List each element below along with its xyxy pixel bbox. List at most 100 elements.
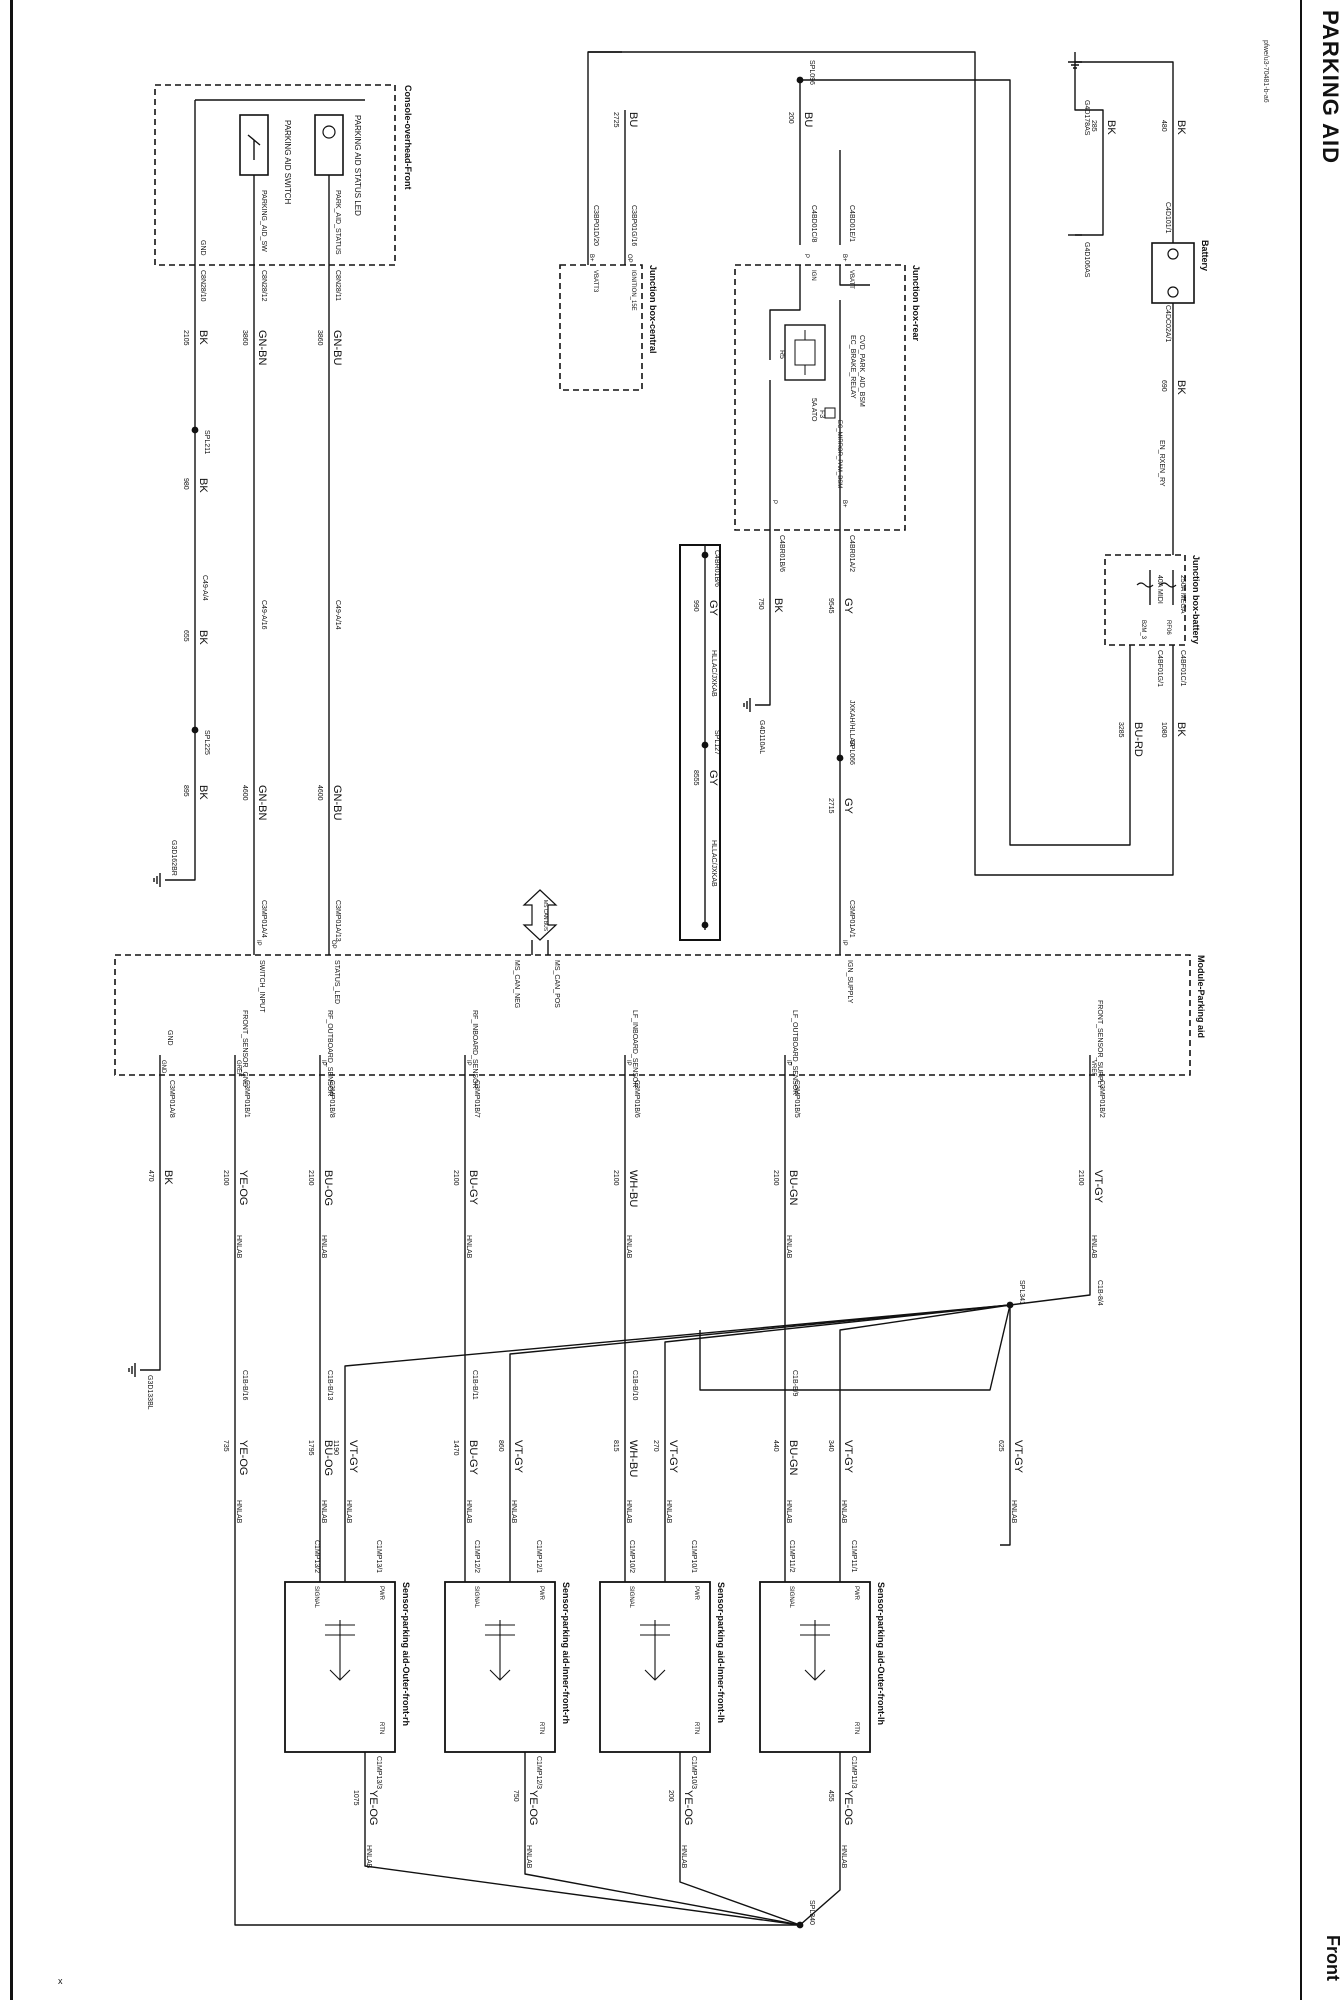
- sensor-1-pin-3: C1MP10/3: [690, 1756, 697, 1789]
- sensor-sig-3-label-gauge: 1795: [307, 1440, 314, 1456]
- switch-label: PARKING AID SWITCH: [283, 120, 292, 205]
- spl341-extra-wire: [699, 1304, 1011, 1391]
- sensor-pwr-2-label-color: VT-GY: [512, 1440, 524, 1474]
- junction-box-rear-label: Junction box-rear: [911, 265, 921, 342]
- sensor-return-3-label-color: YE-OG: [367, 1790, 379, 1825]
- module-pin-ign-name: IGN_SUPPLY: [846, 960, 853, 1004]
- sensor-2-label: Sensor-parking aid-Inner-front-rh: [561, 1582, 571, 1724]
- sensor-sig-0-label-gauge: 440: [772, 1440, 779, 1452]
- jbb-output-burd-label-color: BU-RD: [1132, 722, 1144, 757]
- spl341-bus-label-gauge: 625: [997, 1440, 1004, 1452]
- gnd-return-label-color: YE-OG: [237, 1440, 249, 1475]
- jbc-pin-2-type: B+: [588, 254, 594, 262]
- sensor-sig-3-label-color: BU-OG: [322, 1440, 334, 1476]
- feed-bu-2-label-color: BU: [627, 112, 639, 127]
- sensor-pwr-3-label-harness: HNLAB: [345, 1500, 352, 1524]
- jbc-pin-2: C3BP01D/20: [592, 205, 599, 246]
- sensor-1-signal-name: SIGNAL: [628, 1586, 634, 1609]
- fuse-f3-rating: 5A ATO: [810, 398, 817, 422]
- sensor-sig-1-label-gauge: 815: [612, 1440, 619, 1452]
- can-neg-label: MS_CAN_NEG: [513, 960, 520, 1008]
- sensor-transducer-icon-3: [325, 1620, 355, 1681]
- console-line-status: PARK_AID_STATUS: [334, 190, 341, 255]
- sensor-1-pin-1: C1MP10/1: [690, 1540, 697, 1573]
- ground-g4d110al-label: G4D110AL: [758, 720, 765, 754]
- splice-spl127: [701, 741, 709, 749]
- box-node-top: [701, 551, 709, 559]
- sensor-0-pin-3: C1MP11/3: [850, 1756, 857, 1789]
- fuse-ref-rf06: RF06: [1165, 620, 1171, 635]
- sensor-1-pwr-name: PWR: [693, 1586, 699, 1601]
- module-pin-status-name: STATUS_LED: [333, 960, 340, 1004]
- splice-spl225: [191, 726, 199, 734]
- console-line-switch: PARKING_AID_SW: [260, 190, 267, 252]
- ground-g4d106as-label: G4D106AS: [1083, 242, 1090, 278]
- module-right-pin-type-6: GND: [160, 1060, 166, 1074]
- relay-line-1: CVD_PARK_AID_BSM: [858, 335, 865, 407]
- inline-c1b-8-4: C1B-8/4: [1096, 1280, 1103, 1306]
- sensor-2-signal-name: SIGNAL: [473, 1586, 479, 1609]
- sensor-supply-wire: [1009, 1075, 1091, 1306]
- module-pin-switch: C3MP01A/4: [260, 900, 267, 938]
- box-gy-1-label-color: GY: [707, 600, 719, 617]
- splice-spl066: [836, 754, 844, 762]
- left-border-rule: [10, 0, 13, 2000]
- sensor-2-pwr-name: PWR: [538, 1586, 544, 1601]
- jbb-output-burd-label-gauge: 3285: [1117, 722, 1124, 738]
- console-line-gnd: GND: [199, 240, 206, 256]
- sensor-pwr-1-label-color: VT-GY: [667, 1440, 679, 1474]
- signal-inline-3: C1B-B/13: [326, 1370, 333, 1400]
- module-right-pin-name-0: FRONT_SENSOR_SUPPLY: [1096, 1000, 1103, 1089]
- page-title: PARKING AID: [1318, 10, 1343, 164]
- module-right-pin-2: C3MP01B/6: [633, 1080, 640, 1118]
- feed-bu-1-label-color: BU: [802, 112, 814, 127]
- signal-wire-1-label-harness: HNLAB: [625, 1235, 632, 1259]
- sensor-pwr-wire-0: [839, 1304, 1011, 1582]
- module-right-pin-type-3: IP: [465, 1060, 471, 1066]
- sensor-return-2-label-gauge: 750: [512, 1790, 519, 1802]
- splice-spl341-label: SPL341: [1018, 1280, 1025, 1305]
- sensor-pwr-3-label-gauge: 1190: [332, 1440, 339, 1455]
- box-gy-2-label-gauge: 8555: [692, 770, 699, 786]
- console-bk-4-label-color: BK: [197, 785, 209, 800]
- module-right-pin-type-2: IP: [625, 1060, 631, 1066]
- splice-spl225-label: SPL225: [203, 730, 210, 755]
- sensor-3-rtn-name: RTN: [378, 1722, 384, 1734]
- ground-g3d133bl-symbol: [128, 1363, 136, 1377]
- signal-wire-1-label-color: WH-BU: [627, 1170, 639, 1207]
- sensor-supply-label-color: VT-GY: [1092, 1170, 1104, 1204]
- sensor-gnd-wire: [234, 1075, 800, 1926]
- jbc-stubs: [587, 245, 626, 265]
- sensor-3-pin-3: C1MP13/3: [375, 1756, 382, 1789]
- relay-ref-r5: R5: [778, 350, 785, 359]
- console-pin-11: C8N28/11: [334, 270, 341, 301]
- jbc-pin-2-name: VBATT3: [592, 270, 598, 293]
- sensor-gnd-label-gauge: 2100: [222, 1170, 229, 1186]
- ground-g4d178as-label: G4D178AS: [1083, 100, 1090, 136]
- module-right-pin-6: C3MP01A/8: [168, 1080, 175, 1118]
- sensor-transducer-icon-0: [800, 1620, 830, 1681]
- battery-link-name: EN_RXEN_RY: [1158, 440, 1165, 487]
- signal-wire-2-label-harness: HNLAB: [465, 1235, 472, 1259]
- splice-spl211-label: SPL211: [203, 430, 210, 454]
- console-bk-3-label-color: BK: [197, 630, 209, 645]
- sensor-0-rtn-name: RTN: [853, 1722, 859, 1734]
- console-gnbu-1-label-color: GN-BU: [331, 330, 343, 366]
- console-overhead-front: [154, 84, 396, 266]
- console-overhead-label: Console-overhead-Front: [403, 85, 413, 190]
- console-bk-3-label-gauge: 655: [182, 630, 189, 642]
- console-pin-12: C8N28/12: [260, 270, 267, 302]
- jbr-pin-c4br01b6: C4BR01B/6: [778, 535, 785, 572]
- module-right-pin-name-6: GND: [166, 1030, 173, 1046]
- sensor-sig-0-label-color: BU-GN: [787, 1440, 799, 1476]
- jbr-ground-wire: [755, 530, 771, 706]
- box-gy-2-name: HLLAC/JXKAB: [710, 840, 717, 887]
- jbr-gy-label-color: GY: [842, 598, 854, 615]
- ground-link-wire-label-color: BK: [1105, 120, 1117, 135]
- signal-wire-2-label-gauge: 2100: [452, 1170, 459, 1186]
- console-bk-4-label-gauge: 895: [182, 785, 189, 797]
- fuse-250a-icon: [1159, 582, 1177, 588]
- sensor-transducer-icon-1: [640, 1620, 670, 1681]
- jbc-pin-1: C3BP01G/16: [630, 205, 637, 246]
- module-right-pin-3: C3MP01B/7: [473, 1080, 480, 1118]
